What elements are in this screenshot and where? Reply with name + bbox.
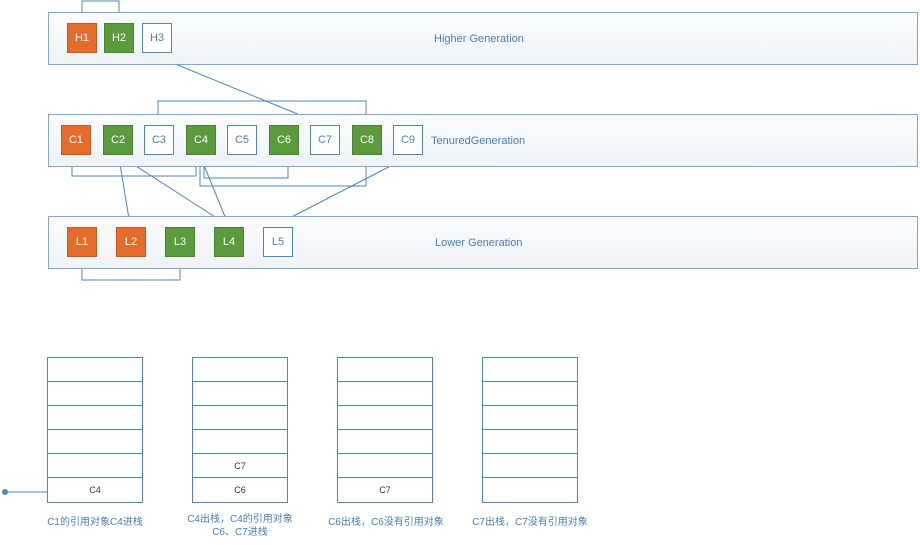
stack-3: C7 <box>337 357 433 503</box>
edge-c3-c8 <box>157 100 370 125</box>
edge-h3-c7 <box>157 56 323 126</box>
node-h3: H3 <box>142 23 172 53</box>
band-tenured-generation: TenuredGeneration <box>48 114 918 167</box>
node-l4: L4 <box>214 227 244 257</box>
stack-slot <box>483 358 577 382</box>
band-label-tenured: TenuredGeneration <box>431 135 526 147</box>
stack-slot: C6 <box>234 485 246 495</box>
stack-slot <box>48 406 142 430</box>
stack-slot <box>48 382 142 406</box>
stack-slot: C7 <box>193 454 287 478</box>
stack-slot <box>48 430 142 454</box>
node-c8: C8 <box>352 125 382 155</box>
stack-slot <box>48 358 142 382</box>
edge-l4-c4 <box>199 157 229 225</box>
edge-c4-c6 <box>203 155 292 179</box>
node-c1: C1 <box>61 125 91 155</box>
stack-2-caption: C4出栈，C4的引用对象 C6、C7进栈 <box>172 513 308 539</box>
stack-slot <box>338 430 432 454</box>
node-l1: L1 <box>67 227 97 257</box>
stack-1-caption: C1的引用对象C4进栈 <box>47 517 143 528</box>
stack-slot <box>338 406 432 430</box>
edge-l1-l3 <box>81 260 184 281</box>
node-l5: L5 <box>263 227 293 257</box>
node-l2: L2 <box>116 227 146 257</box>
node-l3: L3 <box>165 227 195 257</box>
node-c2: C2 <box>103 125 133 155</box>
stack-slot <box>483 406 577 430</box>
stack-3-caption: C6出栈，C6没有引用对象 <box>328 517 444 528</box>
node-c3: C3 <box>144 125 174 155</box>
band-lower-generation: Lower Generation <box>48 216 918 269</box>
stack-4 <box>482 357 578 503</box>
edge-l5-c9 <box>277 157 407 225</box>
stack-4-caption: C7出栈，C7没有引用对象 <box>472 517 588 528</box>
node-h2: H2 <box>104 23 134 53</box>
node-c6: C6 <box>269 125 299 155</box>
stack-slot <box>338 358 432 382</box>
stack-slot <box>338 382 432 406</box>
node-c5: C5 <box>227 125 257 155</box>
node-c4: C4 <box>186 125 216 155</box>
stack-slot <box>483 430 577 454</box>
stack-slot <box>193 430 287 454</box>
band-higher-generation: Higher Generation <box>48 12 918 65</box>
stack-2-caption-line-1: C4出栈，C4的引用对象 <box>187 514 293 525</box>
edge-l2-c2 <box>116 157 131 226</box>
stack-slot <box>48 454 142 478</box>
stack-slot <box>338 454 432 478</box>
stack-pointer-dot <box>2 489 8 495</box>
band-label-higher: Higher Generation <box>434 33 524 45</box>
stack-slot <box>193 406 287 430</box>
node-c7: C7 <box>310 125 340 155</box>
stack-slot: C7 <box>379 485 391 495</box>
stack-slot <box>483 454 577 478</box>
stack-slot <box>483 478 577 502</box>
edge-c4-c8 <box>199 155 370 187</box>
stack-2-caption-line-2: C6、C7进栈 <box>212 527 268 538</box>
band-label-lower: Lower Generation <box>435 237 523 249</box>
stack-slot <box>193 358 287 382</box>
node-c9: C9 <box>393 125 423 155</box>
node-h1: H1 <box>67 23 97 53</box>
stack-slot <box>193 382 287 406</box>
edge-c2-l4 <box>121 156 227 225</box>
stack-slot: C4 <box>89 485 101 495</box>
stack-1: C4 <box>47 357 143 503</box>
edge-h1-h2 <box>81 0 123 20</box>
stack-2: C7 C6 <box>192 357 288 503</box>
stack-slot <box>483 382 577 406</box>
